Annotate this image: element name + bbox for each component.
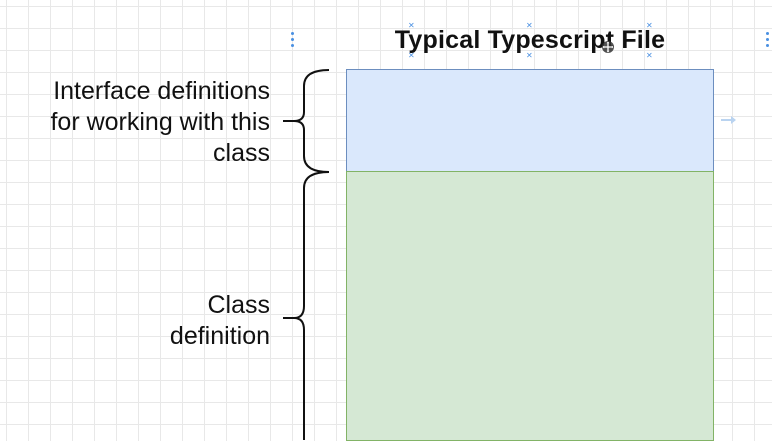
class-definition-label[interactable]: Class definition bbox=[0, 290, 270, 352]
brace-connectors bbox=[283, 69, 330, 440]
class-label-text: Class definition bbox=[169, 291, 270, 350]
interface-definitions-label[interactable]: Interface definitions for working with t… bbox=[0, 76, 270, 169]
diagram-title[interactable]: Typical Typescript File bbox=[394, 26, 666, 54]
selection-handle-icon[interactable]: ✕ bbox=[646, 51, 653, 60]
selection-handle-icon[interactable]: ✕ bbox=[646, 21, 653, 30]
interface-brace bbox=[293, 69, 330, 173]
connection-arrow-icon[interactable] bbox=[720, 114, 738, 126]
interface-section-box[interactable] bbox=[346, 69, 714, 173]
class-section-box[interactable] bbox=[346, 171, 714, 441]
class-brace bbox=[293, 171, 330, 440]
move-cursor-icon bbox=[602, 41, 614, 53]
interface-label-text: Interface definitions for working with t… bbox=[50, 77, 270, 167]
selection-handle-icon[interactable]: ✕ bbox=[408, 21, 415, 30]
selection-handle-icon[interactable]: ✕ bbox=[526, 51, 533, 60]
guide-handle-left[interactable] bbox=[291, 32, 294, 52]
guide-handle-right[interactable] bbox=[766, 32, 769, 52]
selection-handle-icon[interactable]: ✕ bbox=[408, 51, 415, 60]
selection-handle-icon[interactable]: ✕ bbox=[526, 21, 533, 30]
